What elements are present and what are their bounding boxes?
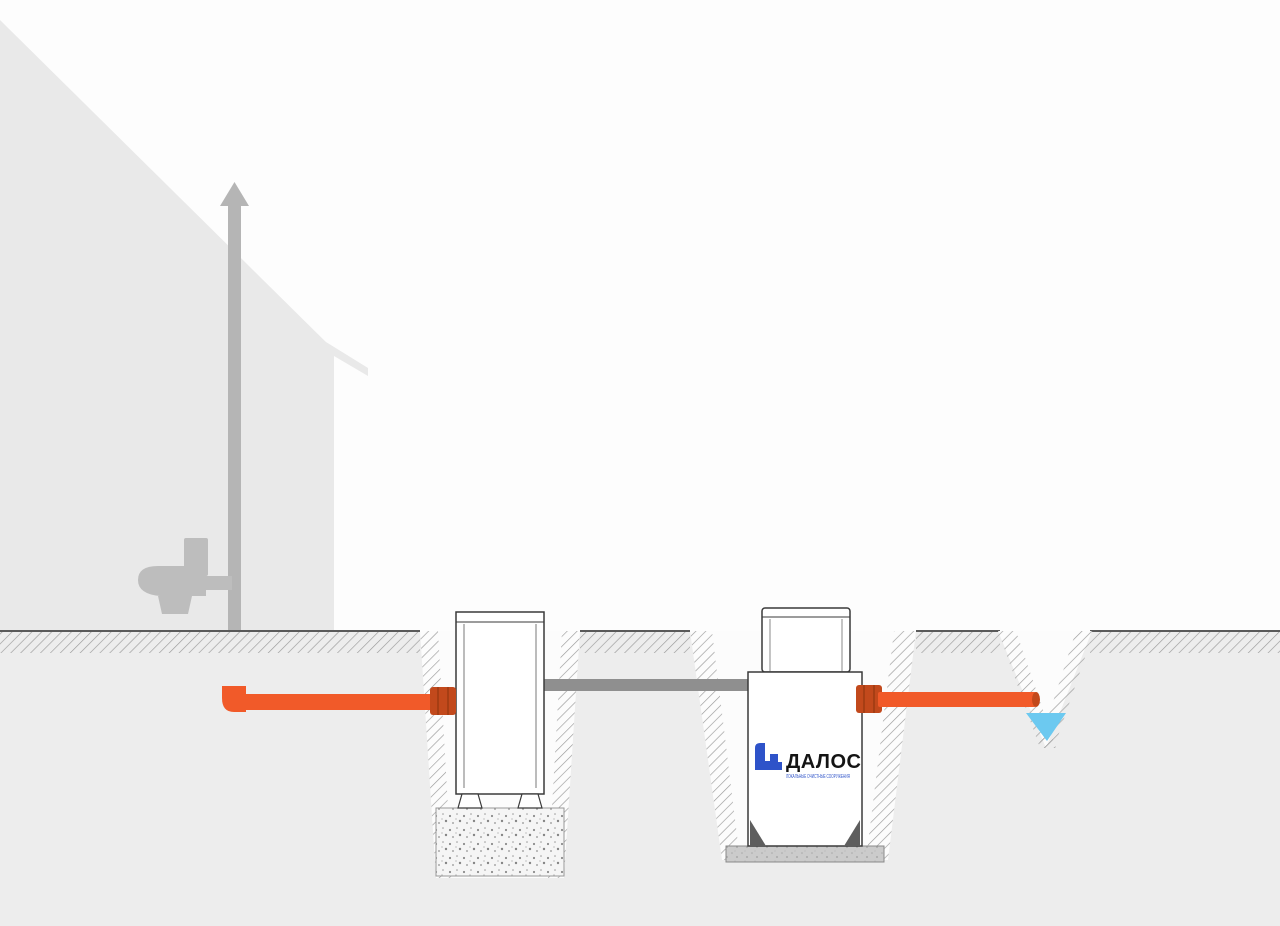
toilet-pedestal bbox=[158, 596, 192, 614]
outlet-pipe bbox=[856, 685, 1040, 713]
ground-hatch-band bbox=[1090, 631, 1280, 653]
ditch-water bbox=[1026, 713, 1066, 741]
drainage-ditch bbox=[998, 631, 1094, 748]
inlet-sewer-pipe bbox=[222, 686, 456, 715]
pit1-gravel-bed bbox=[435, 807, 565, 877]
ground-hatch-band bbox=[0, 631, 420, 653]
dalos-treatment-unit: ДАЛОС ЛОКАЛЬНЫЕ ОЧИСТНЫЕ СООРУЖЕНИЯ bbox=[747, 607, 863, 847]
dalos-logo-mark-stroke-1 bbox=[755, 743, 773, 770]
roof-step bbox=[326, 342, 368, 376]
ground-hatch-band bbox=[580, 631, 690, 653]
tank2-body bbox=[747, 671, 863, 847]
ground-hatch-band bbox=[916, 631, 1000, 653]
subsoil bbox=[0, 631, 1280, 926]
inlet-coupling bbox=[430, 687, 456, 715]
dalos-tagline-text: ЛОКАЛЬНЫЕ ОЧИСТНЫЕ СООРУЖЕНИЯ bbox=[786, 774, 850, 780]
dalos-brand-text: ДАЛОС bbox=[786, 751, 861, 773]
inlet-pipe-run bbox=[234, 694, 434, 710]
vent-arrow-up-icon bbox=[220, 182, 249, 206]
concrete-slab bbox=[725, 845, 885, 863]
toilet-bowl bbox=[138, 566, 206, 596]
dalos-logo-mark-stroke-2 bbox=[770, 754, 782, 770]
ground-hatch-bands bbox=[0, 631, 1280, 653]
toilet-icon bbox=[138, 538, 232, 614]
pit2-wall-right-hatch bbox=[866, 631, 916, 860]
tank1-foot-right bbox=[517, 793, 543, 809]
toilet-outlet bbox=[206, 576, 232, 590]
house-silhouette bbox=[0, 20, 368, 631]
tank2-lid bbox=[761, 607, 851, 673]
vent-pipe-riser bbox=[228, 202, 241, 686]
anchor-left bbox=[750, 820, 766, 846]
anchor-right bbox=[844, 820, 860, 846]
tank1-body bbox=[455, 611, 545, 795]
vent-pipe bbox=[220, 182, 249, 686]
house-gable bbox=[0, 20, 334, 631]
outlet-coupling bbox=[856, 685, 882, 713]
outlet-pipe-run bbox=[878, 692, 1036, 707]
dalos-logo-mark bbox=[755, 743, 782, 770]
transfer-pipe bbox=[544, 679, 748, 691]
septic-tank-1 bbox=[455, 611, 545, 809]
outlet-pipe-end bbox=[1032, 692, 1040, 707]
tank1-foot-left bbox=[457, 793, 483, 809]
